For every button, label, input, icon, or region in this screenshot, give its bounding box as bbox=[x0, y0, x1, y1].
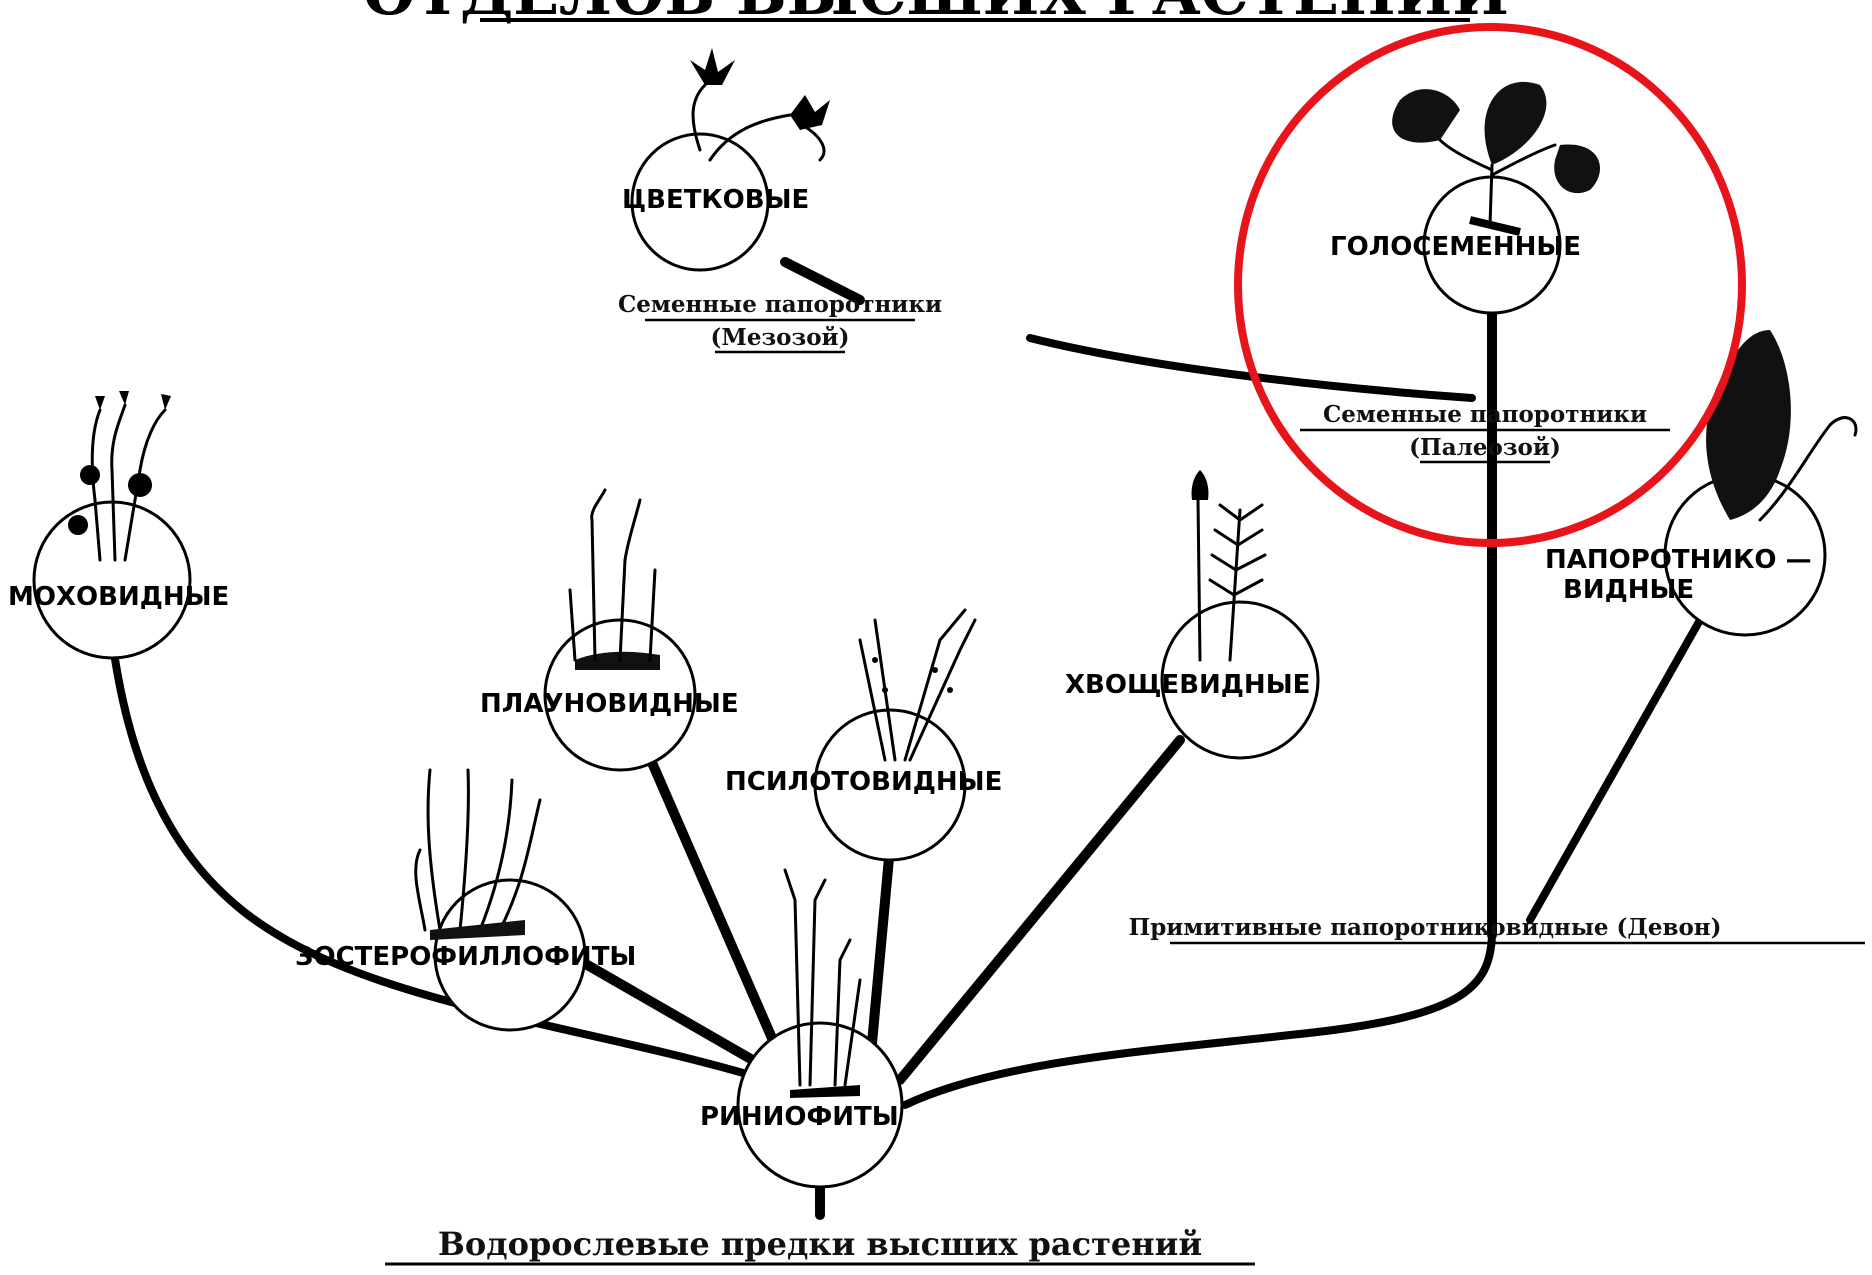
label-rhyniophytes: РИНИОФИТЫ bbox=[700, 1102, 899, 1132]
label-horsetails: ХВОЩЕВИДНЫЕ bbox=[1065, 670, 1310, 700]
label-seed-ferns-mesozoic: Семенные папоротники (Мезозой) bbox=[618, 291, 942, 352]
seed-ferns-paleozoic-line1: Семенные папоротники bbox=[1323, 401, 1647, 428]
branch-ferns bbox=[1530, 620, 1700, 920]
ancestors-text: Водорослевые предки высших растений bbox=[438, 1225, 1202, 1263]
label-seed-ferns-paleozoic: Семенные папоротники (Палеозой) bbox=[1300, 401, 1670, 462]
label-gymnosperms: ГОЛОСЕМЕННЫЕ bbox=[1330, 232, 1581, 262]
diagram-title: ОТДЕЛОВ ВЫСШИХ РАСТЕНИЙ bbox=[363, 0, 1509, 29]
label-ferns-line2: ВИДНЫЕ bbox=[1563, 575, 1694, 605]
seed-ferns-mesozoic-line1: Семенные папоротники bbox=[618, 291, 942, 318]
label-primitive-ferns: Примитивные папоротниковидные (Девон) bbox=[1128, 914, 1865, 943]
branch-psilotophytes bbox=[870, 847, 890, 1065]
label-lycophytes: ПЛАУНОВИДНЫЕ bbox=[480, 689, 739, 719]
seed-ferns-mesozoic-line2: (Мезозой) bbox=[711, 324, 850, 351]
seed-ferns-paleozoic-line2: (Палеозой) bbox=[1409, 434, 1561, 461]
label-ferns-line1: ПАПОРОТНИКО — bbox=[1545, 545, 1812, 575]
label-flowering: ЦВЕТКОВЫЕ bbox=[622, 185, 809, 215]
primitive-ferns-text: Примитивные папоротниковидные (Девон) bbox=[1128, 914, 1721, 941]
branch-lycophytes bbox=[650, 758, 785, 1068]
node-circle-bryophytes bbox=[34, 502, 190, 658]
label-ancestors: Водорослевые предки высших растений bbox=[385, 1225, 1255, 1264]
label-psilotophytes: ПСИЛОТОВИДНЫЕ bbox=[725, 767, 1002, 797]
label-bryophytes: МОХОВИДНЫЕ bbox=[8, 582, 229, 612]
label-zosterophyllophytes: ЗОСТЕРОФИЛЛОФИТЫ bbox=[295, 942, 636, 972]
